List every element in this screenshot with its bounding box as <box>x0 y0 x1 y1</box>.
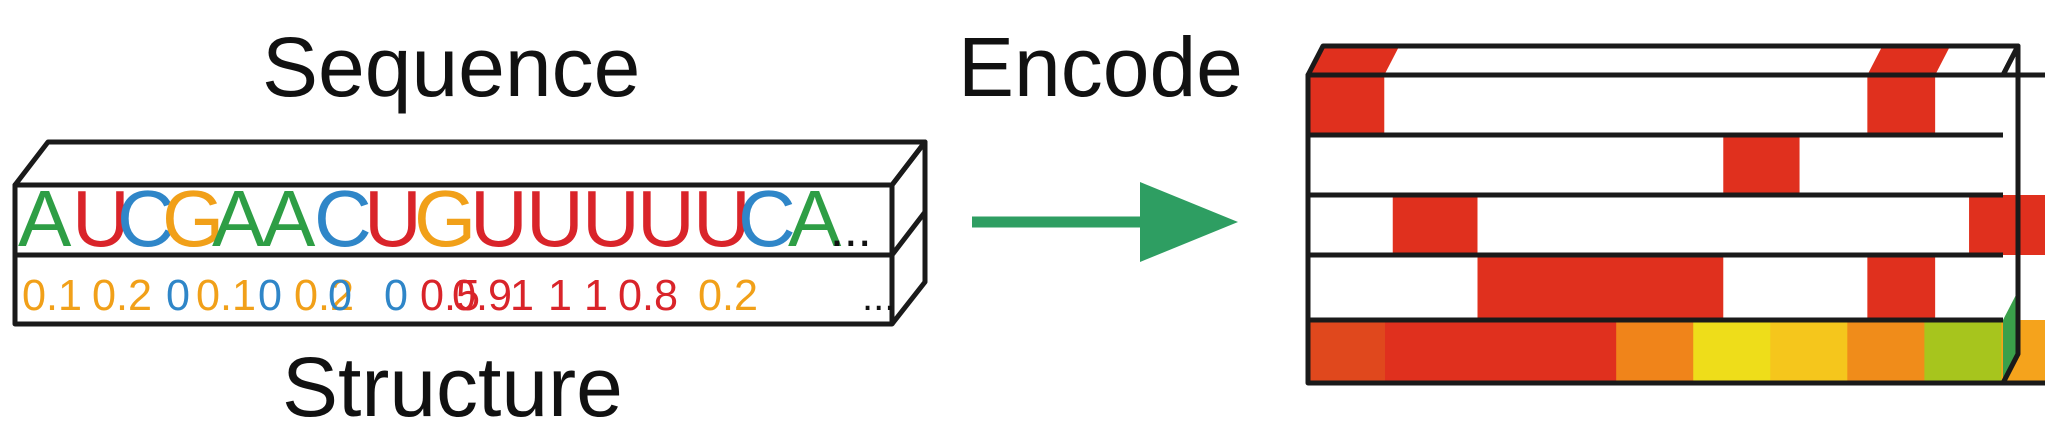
encode-cell-C <box>1392 195 1478 255</box>
structure-value: 0 <box>328 271 352 320</box>
structure-value: 0 <box>166 271 190 320</box>
structure-color-cell <box>1616 320 1694 383</box>
encode-cell-C <box>1969 195 2045 255</box>
sequence-letter: G <box>414 174 476 263</box>
sequence-label: Sequence <box>262 20 641 114</box>
structure-color-cell <box>1308 320 1386 383</box>
structure-value: 0.9 <box>452 271 512 320</box>
structure-value: 0.8 <box>618 271 678 320</box>
encode-cell-G <box>1867 255 1936 320</box>
structure-color-cell <box>1462 320 1540 383</box>
structure-ellipsis: ... <box>862 275 895 319</box>
structure-color-cell <box>1693 320 1771 383</box>
sequence-letter: U <box>72 174 130 263</box>
sequence-letter: C <box>117 174 175 263</box>
sequence-letter: U <box>582 174 640 263</box>
structure-label: Structure <box>282 340 623 434</box>
encode-cell-G <box>1477 255 1724 320</box>
sequence-structure-box <box>12 139 928 327</box>
sequence-letter: U <box>470 174 528 263</box>
structure-value: 0.1 <box>22 271 82 320</box>
arrow-icon <box>972 182 1238 262</box>
encode-top-cell <box>1308 46 1400 75</box>
encoded-matrix-outline <box>1305 43 2045 386</box>
structure-value: 0.2 <box>92 271 152 320</box>
sequence-letter: A <box>788 174 842 263</box>
sequence-letter: U <box>526 174 584 263</box>
encode-cell-A <box>1308 75 1385 135</box>
encode-top-cell <box>1867 46 1951 75</box>
structure-value: 0.2 <box>294 271 354 320</box>
structure-value: 0 <box>384 271 408 320</box>
matrix-front-face <box>1305 72 2045 386</box>
structure-value: 0.5 <box>420 271 480 320</box>
structure-value: 1 <box>584 271 608 320</box>
sequence-letter: U <box>364 174 422 263</box>
sequence-letter: C <box>738 174 796 263</box>
encode-label: Encode <box>958 20 1243 114</box>
structure-color-cell <box>1539 320 1617 383</box>
sequence-letter: A <box>212 174 266 263</box>
structure-value: 0.2 <box>698 271 758 320</box>
structure-color-cell <box>1385 320 1463 383</box>
structure-color-cell <box>1770 320 1848 383</box>
sequence-letter: U <box>693 174 751 263</box>
structure-value: 0 <box>258 271 282 320</box>
encoded-matrix-fills <box>1308 46 2045 383</box>
encode-cell-U <box>1723 135 1800 195</box>
sequence-letter: A <box>18 174 72 263</box>
structure-color-cell <box>1924 320 2003 383</box>
structure-value: 0.1 <box>196 271 256 320</box>
structure-value: 1 <box>510 271 534 320</box>
structure-color-cell <box>1847 320 1925 383</box>
sequence-letter: G <box>162 174 224 263</box>
sequence-letter: A <box>262 174 316 263</box>
sequence-letter: C <box>314 174 372 263</box>
sequence-letter: U <box>637 174 695 263</box>
encode-cell-A <box>1867 75 1936 135</box>
left-box-side-divider <box>890 210 927 257</box>
sequence-ellipsis: ... <box>830 201 872 257</box>
structure-value: 1 <box>548 271 572 320</box>
matrix-side-face <box>2000 43 2021 385</box>
